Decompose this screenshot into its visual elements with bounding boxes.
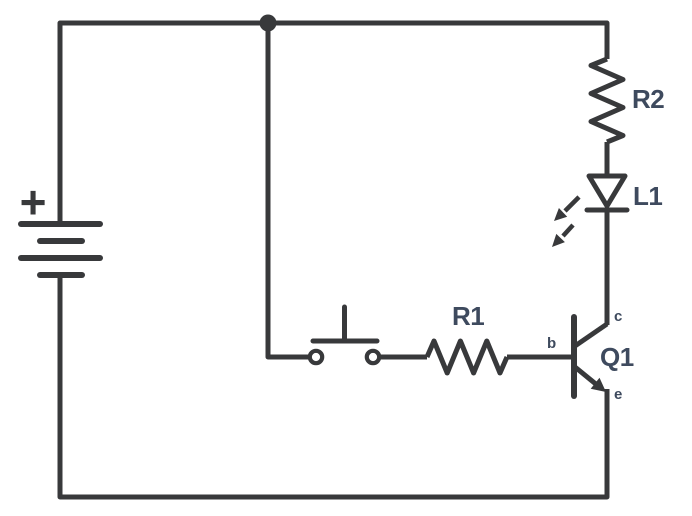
junction-dot xyxy=(259,14,277,32)
led-l1-symbol xyxy=(552,173,630,247)
led-light-arrow-1 xyxy=(563,195,581,213)
wire-junction-to-button xyxy=(265,23,310,360)
transistor-pin-c-label: c xyxy=(614,308,622,325)
transistor-emitter-lead xyxy=(573,365,599,387)
push-button-symbol xyxy=(307,304,382,366)
led-light-arrow-2 xyxy=(561,223,575,238)
push-button-terminal-left xyxy=(307,348,325,366)
led-light-arrow-1-head xyxy=(554,208,568,221)
led-light-arrows-icon xyxy=(552,195,581,247)
battery-polarity-label: + xyxy=(20,176,47,228)
transistor-emitter-arrowhead xyxy=(590,377,606,392)
transistor-pin-e-label: e xyxy=(614,386,622,403)
wire-bottom-rail xyxy=(57,277,610,500)
transistor-pin-b-label: b xyxy=(547,335,556,352)
resistor-r2-label: R2 xyxy=(632,84,664,114)
transistor-q1-symbol xyxy=(571,314,609,399)
resistor-r1-symbol xyxy=(424,338,510,376)
battery-symbol: + xyxy=(18,176,103,278)
transistor-collector-lead xyxy=(573,321,609,349)
push-button-terminal-right xyxy=(364,348,382,366)
led-l1-label: L1 xyxy=(633,181,662,211)
wire-top-rail xyxy=(57,20,610,224)
resistor-r2-symbol xyxy=(588,56,626,145)
transistor-q1-label: Q1 xyxy=(600,342,634,372)
led-light-arrow-2-head xyxy=(552,233,565,247)
resistor-r1-label: R1 xyxy=(452,301,484,331)
led-anode-triangle xyxy=(586,173,628,209)
